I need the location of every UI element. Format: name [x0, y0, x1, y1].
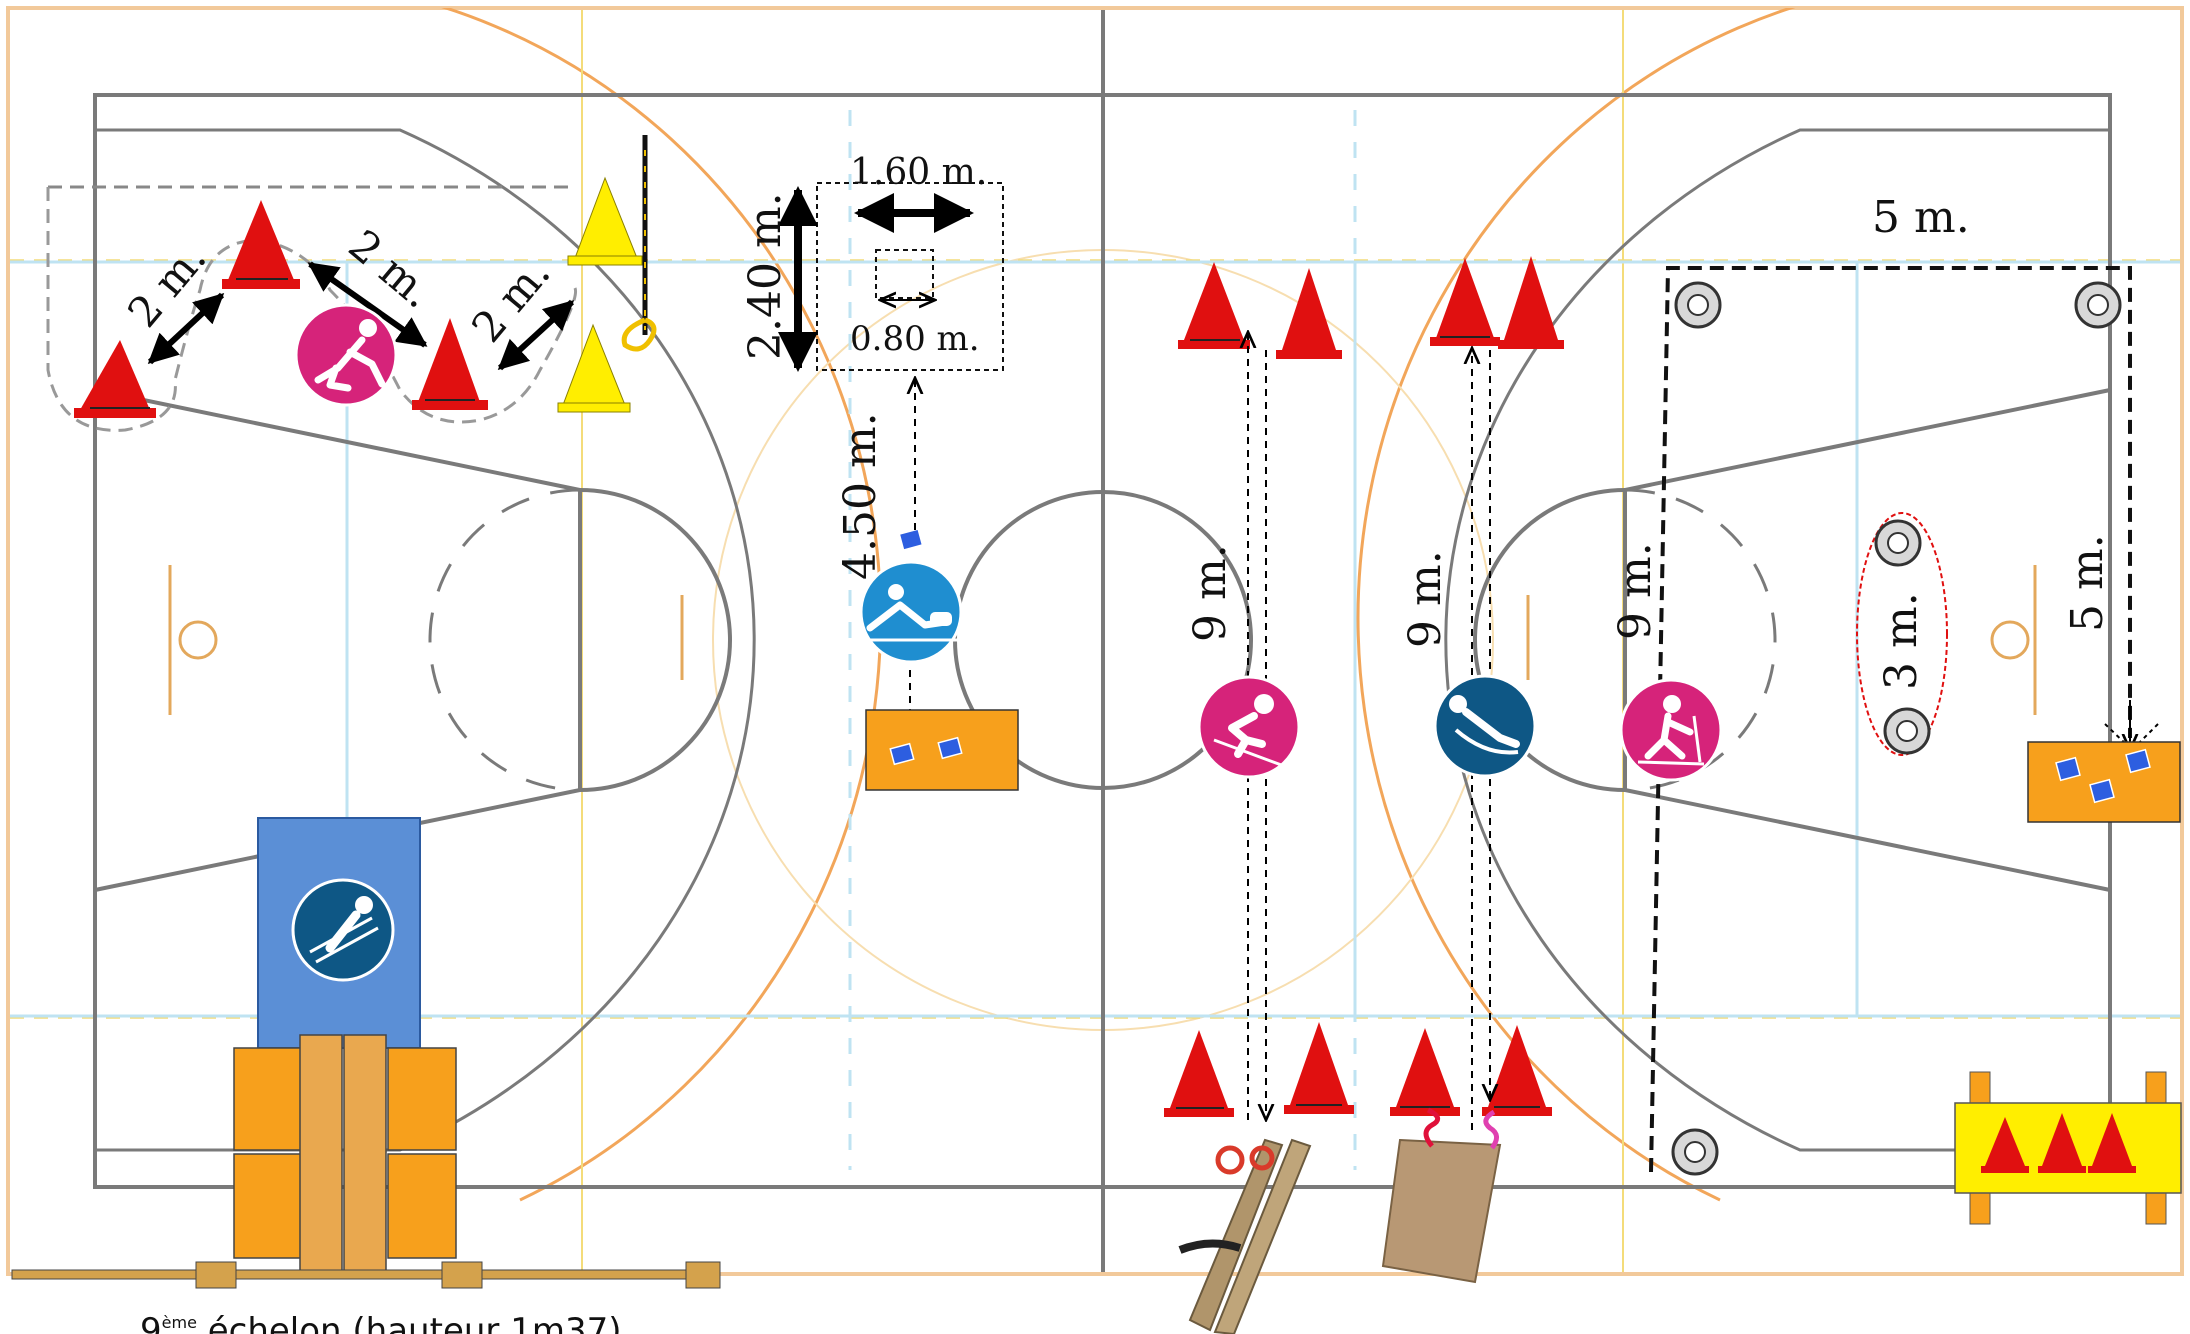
alpine-skiing-pictogram-icon — [1199, 677, 1299, 777]
disc-marker — [1876, 521, 1920, 565]
crate — [388, 1048, 456, 1150]
crate — [234, 1048, 302, 1150]
dim-9m-crosscountry: 9 m. — [1610, 542, 1661, 640]
bar-clamp — [686, 1262, 720, 1288]
plank — [300, 1035, 342, 1273]
disc-marker — [1673, 1130, 1717, 1174]
dim-1-60: 1.60 m. — [850, 152, 987, 193]
luge-pictogram-icon — [1435, 676, 1535, 776]
dim-0-80: 0.80 m. — [850, 319, 980, 359]
bar — [12, 1270, 720, 1279]
crate — [388, 1154, 456, 1258]
disc-marker — [2076, 283, 2120, 327]
dim-5m-side: 5 m. — [2062, 534, 2113, 632]
crate — [234, 1154, 302, 1258]
cross-country-skiing-pictogram-icon — [1621, 680, 1721, 780]
plank — [344, 1035, 386, 1273]
disc-marker — [1676, 283, 1720, 327]
dim-3m: 3 m. — [1876, 592, 1927, 690]
dim-4-50: 4.50 m. — [835, 412, 886, 580]
dim-2-40: 2.40 m. — [740, 192, 791, 360]
bar-clamp — [196, 1262, 236, 1288]
ladder-caption: 9ème échelon (hauteur 1m37) — [140, 1306, 740, 1334]
dim-5m-top: 5 m. — [1872, 192, 1970, 243]
dim-9m-luge: 9 m. — [1400, 550, 1451, 648]
bar-clamp — [442, 1262, 482, 1288]
disc-marker — [1885, 709, 1929, 753]
figure-skating-pictogram-icon — [296, 305, 396, 405]
dim-9m-alpine: 9 m. — [1185, 544, 1236, 642]
ski-jumping-pictogram-icon — [293, 880, 393, 980]
